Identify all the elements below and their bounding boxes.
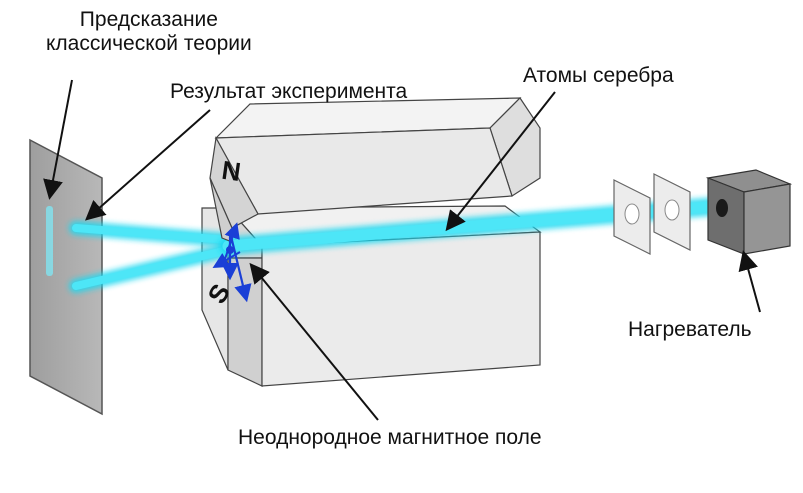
label-classical-line1: Предсказание [79,8,218,31]
label-silver-atoms: Атомы серебра [523,64,674,87]
collimator-slit-1 [613,179,651,255]
pointer-silver [445,91,556,232]
magnet-north [209,97,541,243]
classical-prediction-smear [46,206,53,276]
label-experiment-result: Результат эксперимента [170,80,408,103]
field-arrows [212,222,252,303]
pointer-heater [738,250,761,313]
label-heater: Нагреватель [628,318,752,341]
collimator-slit-2 [653,173,691,251]
label-inhomogeneous-field: Неоднородное магнитное поле [238,426,542,449]
detection-screen [29,138,103,416]
pointer-field [249,262,379,421]
pointer-result [85,109,211,221]
label-classical-prediction: Предсказание классической теории [46,8,252,56]
heater-box [705,169,793,255]
pole-label-north: N [220,155,243,187]
pointer-classical [43,79,73,200]
pointer-arrows [43,79,761,421]
label-classical-line2: классической теории [46,32,252,55]
